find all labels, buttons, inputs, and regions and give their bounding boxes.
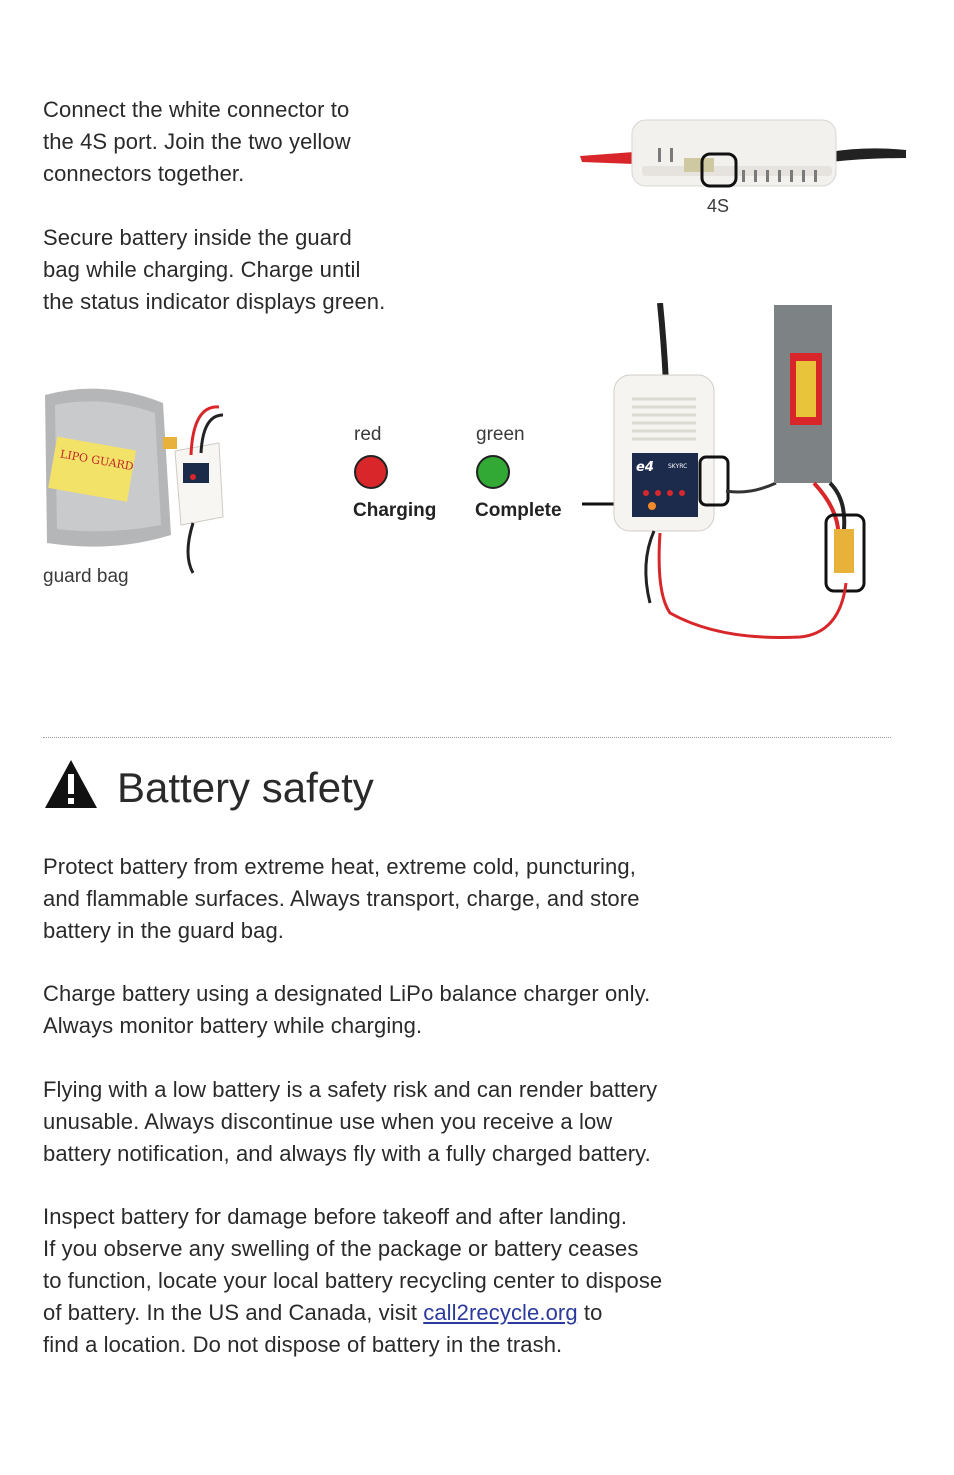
text-line: Connect the white connector to — [43, 97, 350, 122]
charger-side-view-image — [580, 119, 906, 188]
text-line: the 4S port. Join the two yellow — [43, 129, 351, 154]
safety-paragraph-3: Flying with a low battery is a safety ri… — [43, 1074, 657, 1170]
text-line: connectors together. — [43, 161, 245, 186]
complete-label: Complete — [475, 500, 562, 521]
safety-paragraph-2: Charge battery using a designated LiPo b… — [43, 978, 650, 1042]
secure-instructions: Secure battery inside the guard bag whil… — [43, 222, 385, 318]
green-color-label: green — [476, 424, 525, 445]
text-line: Inspect battery for damage before takeof… — [43, 1204, 628, 1229]
text-line: Protect battery from extreme heat, extre… — [43, 854, 636, 879]
warning-icon — [45, 760, 97, 808]
green-indicator-light — [476, 455, 510, 489]
guard-bag-image: LIPO GUARD — [45, 388, 224, 574]
red-indicator-light — [354, 455, 388, 489]
connect-instructions: Connect the white connector to the 4S po… — [43, 94, 351, 190]
charger-brand-text: e4 — [636, 460, 654, 475]
text-fragment: to — [577, 1300, 603, 1325]
text-line: of battery. In the US and Canada, visit … — [43, 1297, 662, 1329]
section-divider — [43, 737, 891, 738]
text-line: Charge battery using a designated LiPo b… — [43, 981, 651, 1006]
text-line: and flammable surfaces. Always transport… — [43, 886, 640, 911]
text-line: battery notification, and always fly wit… — [43, 1141, 651, 1166]
text-line: the status indicator displays green. — [43, 289, 386, 314]
recycle-link[interactable]: call2recycle.org — [423, 1300, 578, 1325]
text-line: Always monitor battery while charging. — [43, 1013, 423, 1038]
section-title: Battery safety — [117, 764, 374, 811]
charging-label: Charging — [353, 500, 437, 521]
text-line: find a location. Do not dispose of batte… — [43, 1332, 563, 1357]
text-line: Secure battery inside the guard — [43, 225, 352, 250]
text-line: bag while charging. Charge until — [43, 257, 361, 282]
text-line: Flying with a low battery is a safety ri… — [43, 1077, 658, 1102]
text-fragment: of battery. In the US and Canada, visit — [43, 1300, 424, 1325]
safety-paragraph-1: Protect battery from extreme heat, extre… — [43, 851, 640, 947]
text-line: If you observe any swelling of the packa… — [43, 1236, 639, 1261]
safety-paragraph-4: Inspect battery for damage before takeof… — [43, 1201, 662, 1361]
port-4s-label: 4S — [707, 196, 730, 216]
text-line: unusable. Always discontinue use when yo… — [43, 1109, 613, 1134]
charger-sub-text: SKYRC — [668, 463, 687, 470]
charger-battery-image: e4 SKYRC — [582, 303, 866, 639]
text-line: to function, locate your local battery r… — [43, 1268, 663, 1293]
text-line: battery in the guard bag. — [43, 918, 284, 943]
guard-bag-caption: guard bag — [43, 566, 129, 587]
red-color-label: red — [354, 424, 382, 445]
